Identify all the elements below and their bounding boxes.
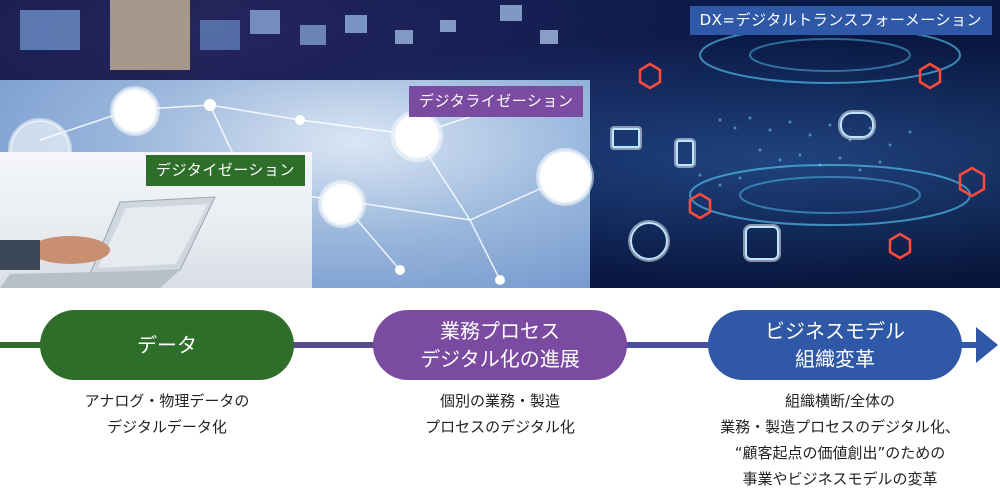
mail-icon — [612, 128, 640, 148]
stage-pill-business: ビジネスモデル 組織変革 — [708, 310, 962, 380]
hero-collage: DX=デジタルトランスフォーメーション — [0, 0, 1000, 288]
stage-title-line: データ — [137, 333, 197, 357]
stage-description-process: 個別の業務・製造 プロセスのデジタル化 — [350, 388, 650, 440]
stage-pill-process: 業務プロセス デジタル化の進展 — [373, 310, 627, 380]
digitization-image-panel: デジタイゼーション — [0, 152, 312, 288]
stage-title-line: デジタル化の進展 — [420, 347, 580, 371]
cloud-icon — [840, 112, 874, 138]
stage-timeline: データ 業務プロセス デジタル化の進展 ビジネスモデル 組織変革 アナログ・物理… — [0, 288, 1000, 500]
stage-description-business: 組織横断/全体の 業務・製造プロセスのデジタル化、 “顧客起点の価値創出”のため… — [675, 388, 1000, 492]
timeline-line-connector-1 — [280, 342, 390, 348]
wifi-icon — [112, 88, 158, 134]
description-line: 組織横断/全体の — [784, 392, 896, 410]
arrow-right-icon — [976, 327, 998, 363]
stage-pill-data: データ — [40, 310, 294, 380]
stage-title-line: ビジネスモデル — [765, 319, 905, 343]
dx-network-graphic — [20, 0, 986, 260]
stage-title-line: 組織変革 — [795, 347, 875, 371]
description-line: デジタルデータ化 — [107, 418, 227, 436]
factory-icon — [320, 182, 364, 226]
description-line: 事業やビジネスモデルの変革 — [742, 470, 938, 488]
globe-icon — [630, 222, 668, 260]
description-line: プロセスのデジタル化 — [425, 418, 575, 436]
dx-label: DX=デジタルトランスフォーメーション — [689, 6, 992, 35]
description-line: 個別の業務・製造 — [439, 392, 560, 410]
description-line: “顧客起点の価値創出”のための — [734, 444, 946, 462]
description-line: 業務・製造プロセスのデジタル化、 — [720, 418, 960, 436]
camera-icon — [745, 226, 779, 260]
timeline-line-connector-2 — [620, 342, 730, 348]
laptop-icon — [0, 196, 216, 288]
phone-icon — [676, 140, 694, 166]
description-line: アナログ・物理データの — [84, 392, 250, 410]
digitization-label: デジタイゼーション — [146, 155, 305, 186]
gear-monitor-icon — [393, 112, 441, 160]
robot-arm-icon — [538, 150, 592, 204]
timeline-line-start — [0, 342, 60, 348]
stage-title-line: 業務プロセス — [440, 319, 560, 343]
stage-description-data: アナログ・物理データの デジタルデータ化 — [17, 388, 317, 440]
digitalization-label: デジタライゼーション — [409, 86, 584, 117]
